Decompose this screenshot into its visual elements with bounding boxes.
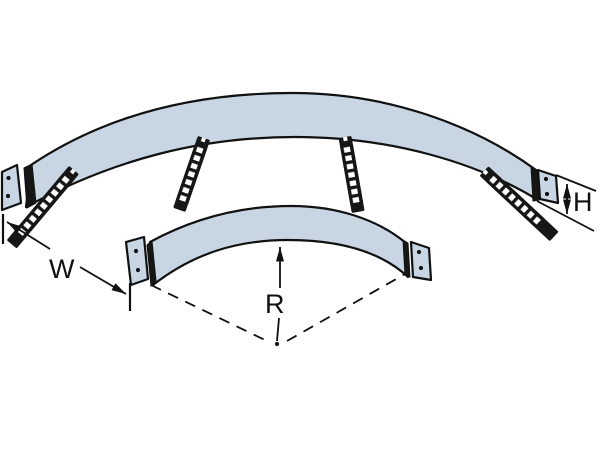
outer-rail-left-end-plate (0, 163, 23, 212)
bend-center-point (274, 341, 280, 347)
rung-4 (480, 166, 559, 241)
extension-line (536, 200, 595, 232)
rung-perforations (175, 143, 208, 205)
dimension-h: H (536, 174, 597, 232)
rung-1 (7, 166, 79, 248)
radius-construction (150, 273, 406, 347)
rung-notch (69, 168, 76, 175)
rung-3 (338, 136, 365, 213)
end-plate (124, 235, 150, 287)
bolt-hole (544, 191, 550, 197)
radius-label: R (265, 289, 285, 319)
dimension-arrow (79, 266, 127, 295)
end-plate (0, 163, 23, 212)
rung-notch (343, 136, 348, 142)
inner-rail-band (148, 204, 410, 287)
inner-rail-right-edge (402, 239, 411, 278)
end-plate (409, 240, 433, 282)
bolt-hole (133, 248, 139, 254)
rung-perforations (485, 172, 545, 228)
rungs (7, 136, 559, 248)
outer-rail-right-end-plate (536, 168, 560, 205)
radius-leader-line (276, 317, 280, 342)
inner-rail-left-end-plate (124, 235, 150, 287)
inner-rail-left-edge (146, 240, 157, 288)
rung-perforations (14, 172, 74, 240)
width-label: W (49, 254, 75, 284)
bolt-hole (135, 267, 141, 273)
outer-rail (0, 91, 560, 212)
dimension-arrow (6, 221, 51, 250)
rung-notch (200, 137, 206, 143)
rung-notch (482, 169, 489, 176)
bolt-hole (418, 265, 424, 271)
inner-rail-right-end-plate (409, 240, 433, 282)
bolt-hole (543, 176, 549, 182)
height-label: H (573, 187, 593, 217)
extension-line (555, 174, 597, 192)
outer-rail-right-edge (530, 166, 540, 202)
bolt-hole (416, 249, 422, 255)
outer-rail-band (24, 91, 540, 209)
end-plate (536, 168, 560, 205)
dimension-r: R (265, 247, 285, 342)
rung-2 (173, 136, 210, 212)
rung-perforations (340, 144, 364, 206)
dimension-w: W (1, 214, 132, 311)
outer-rail-left-edge (23, 163, 37, 209)
radius-dashed-line-right (286, 273, 406, 342)
bolt-hole (5, 193, 11, 199)
inner-rail (124, 204, 433, 288)
radius-dashed-line-left (150, 284, 270, 343)
bolt-hole (6, 175, 11, 181)
